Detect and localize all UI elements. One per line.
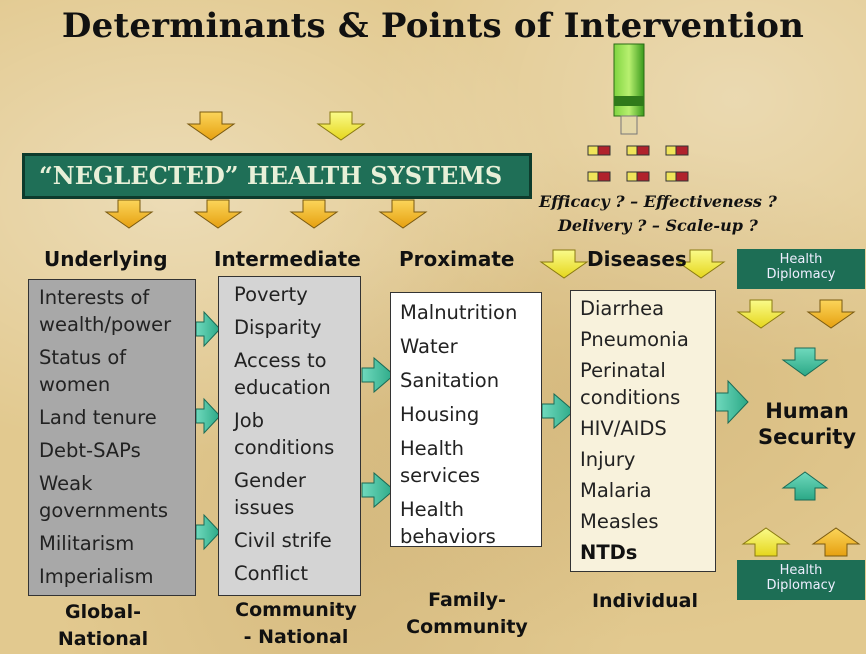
page-title: Determinants & Points of Intervention <box>61 6 805 46</box>
list-item: Injury <box>580 448 636 471</box>
list-item: Access to <box>234 349 327 372</box>
list-item: Measles <box>580 510 659 533</box>
list-item: governments <box>39 499 169 522</box>
footer-line: Individual <box>591 590 699 612</box>
efficacy-question: Efficacy ? – Effectiveness ? <box>539 192 777 211</box>
right-arrow-icon <box>715 379 749 425</box>
list-item: Imperialism <box>39 565 154 588</box>
down-arrow-icon <box>378 199 428 229</box>
list-item: Conflict <box>234 562 308 585</box>
health-diplomacy-top: Health Diplomacy <box>737 249 865 289</box>
header-underlying: Underlying <box>44 247 168 271</box>
footer-diseases: Individual <box>570 588 720 615</box>
list-item: issues <box>234 496 295 519</box>
diplomacy-label-line2: Diplomacy <box>766 578 836 593</box>
human-security-line1: Human <box>765 399 849 423</box>
footer-line: National <box>57 628 149 650</box>
list-item: Job <box>234 409 265 432</box>
list-item: Water <box>400 335 458 358</box>
header-diseases: Diseases <box>587 247 687 271</box>
down-arrow-icon <box>104 199 154 229</box>
list-item: Pneumonia <box>580 328 689 351</box>
right-arrow-icon <box>195 513 221 551</box>
down-arrow-icon <box>736 299 786 329</box>
list-item: Housing <box>400 403 480 426</box>
down-arrow-icon <box>186 111 236 141</box>
footer-line: Community <box>235 599 357 621</box>
list-item: Status of <box>39 346 127 369</box>
right-arrow-icon <box>361 356 395 394</box>
footer-intermediate: Community - National <box>222 597 370 651</box>
list-item: Perinatal <box>580 359 666 382</box>
up-arrow-icon <box>781 471 829 501</box>
list-item: services <box>400 464 481 487</box>
diplomacy-label-line2: Diplomacy <box>766 267 836 282</box>
neglected-health-systems-banner: “NEGLECTED” HEALTH SYSTEMS <box>22 153 532 199</box>
list-item: Malaria <box>580 479 652 502</box>
right-arrow-icon <box>541 392 575 430</box>
list-item: behaviors <box>400 525 496 548</box>
proximate-box: Malnutrition Water Sanitation Housing He… <box>390 292 542 548</box>
down-arrow-icon <box>316 111 366 141</box>
header-intermediate: Intermediate <box>214 247 361 271</box>
footer-proximate: Family- Community <box>392 587 542 641</box>
syringe-pills-icon <box>587 43 689 182</box>
list-item: Weak <box>39 472 93 495</box>
list-item: Sanitation <box>400 369 500 392</box>
human-security-label: Human Security <box>748 398 866 450</box>
footer-underlying: Global- National <box>28 599 178 653</box>
down-arrow-icon <box>806 299 856 329</box>
right-arrow-icon <box>195 310 221 348</box>
delivery-question: Delivery ? – Scale-up ? <box>558 216 758 235</box>
list-item: Militarism <box>39 532 135 555</box>
list-item: Poverty <box>234 283 308 306</box>
footer-line: Community <box>406 616 528 638</box>
diseases-box: Diarrhea Pneumonia Perinatal conditions … <box>570 290 716 572</box>
right-arrow-icon <box>361 471 395 509</box>
list-item: NTDs <box>580 541 638 564</box>
list-item: Interests of <box>39 286 150 309</box>
list-item: Gender <box>234 469 306 492</box>
down-arrow-icon <box>781 347 829 377</box>
list-item: Debt-SAPs <box>39 439 141 462</box>
footer-line: - National <box>243 626 349 648</box>
footer-line: Family- <box>428 589 506 611</box>
diplomacy-label-line1: Health <box>779 252 823 267</box>
diplomacy-label-line1: Health <box>779 563 823 578</box>
list-item: Land tenure <box>39 406 157 429</box>
list-item: conditions <box>234 436 335 459</box>
list-item: Health <box>400 437 465 460</box>
list-item: Disparity <box>234 316 322 339</box>
intermediate-box: Poverty Disparity Access to education Jo… <box>218 276 361 596</box>
list-item: Civil strife <box>234 529 332 552</box>
header-proximate: Proximate <box>399 247 515 271</box>
list-item: conditions <box>580 386 681 409</box>
list-item: Diarrhea <box>580 297 665 320</box>
down-arrow-icon <box>676 249 726 279</box>
up-arrow-icon <box>811 527 861 557</box>
list-item: HIV/AIDS <box>580 417 667 440</box>
list-item: women <box>39 373 111 396</box>
list-item: Malnutrition <box>400 301 518 324</box>
human-security-line2: Security <box>757 425 857 449</box>
down-arrow-icon <box>539 249 589 279</box>
right-arrow-icon <box>195 397 221 435</box>
down-arrow-icon <box>289 199 339 229</box>
underlying-box: Interests of wealth/power Status of wome… <box>28 279 196 596</box>
list-item: wealth/power <box>39 313 172 336</box>
down-arrow-icon <box>193 199 243 229</box>
footer-line: Global- <box>65 601 141 623</box>
list-item: education <box>234 376 331 399</box>
health-diplomacy-bottom: Health Diplomacy <box>737 560 865 600</box>
up-arrow-icon <box>741 527 791 557</box>
list-item: Health <box>400 498 465 521</box>
